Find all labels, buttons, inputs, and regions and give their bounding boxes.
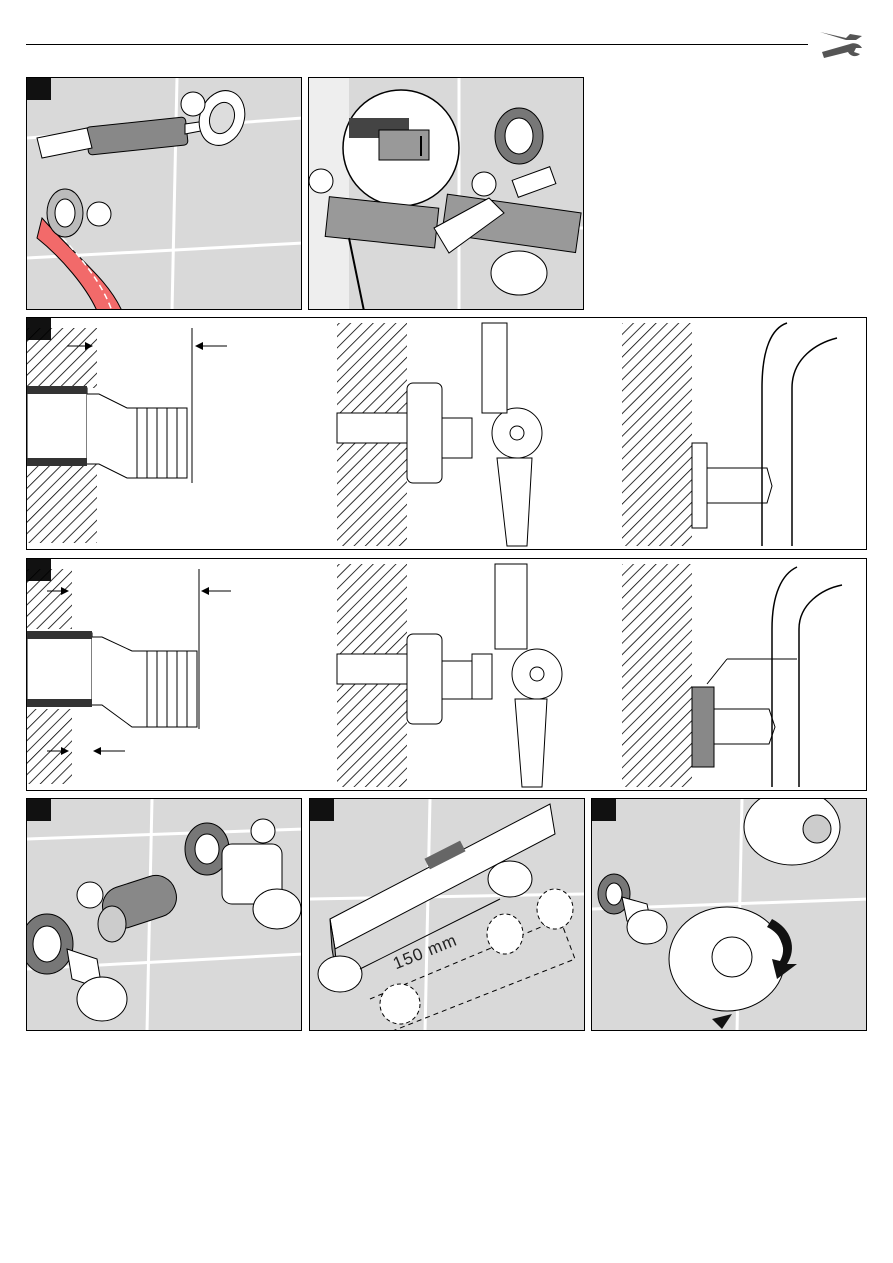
header-rule bbox=[26, 44, 808, 45]
step-6-illustration: 150 mm bbox=[310, 799, 585, 1031]
step-4-panel bbox=[26, 558, 867, 791]
step-4-illustration bbox=[27, 559, 867, 791]
step-1-panel bbox=[26, 77, 302, 310]
step-3-panel bbox=[26, 317, 867, 550]
step-5-illustration bbox=[27, 799, 302, 1031]
step-2-illustration bbox=[309, 78, 584, 310]
step-5-panel bbox=[26, 798, 302, 1031]
step-6-panel: 150 mm bbox=[309, 798, 585, 1031]
step-1-illustration bbox=[27, 78, 302, 310]
step-7-illustration bbox=[592, 799, 867, 1031]
step-2-panel bbox=[308, 77, 584, 310]
step-7-panel bbox=[591, 798, 867, 1031]
wrench-screwdriver-icon bbox=[816, 22, 868, 62]
step-3-illustration bbox=[27, 318, 867, 550]
